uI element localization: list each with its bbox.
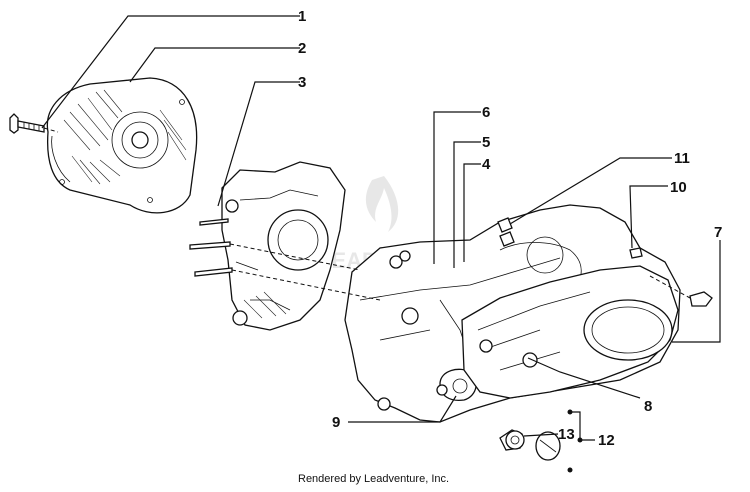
callout-7: 7 <box>714 224 722 241</box>
callout-6: 6 <box>482 104 490 121</box>
bracket-dot-mid <box>577 437 583 443</box>
callout-10: 10 <box>670 179 687 196</box>
part-flywheel-cover-2 <box>46 77 198 214</box>
part-drain-plug-assembly <box>499 429 561 461</box>
callout-11: 11 <box>674 150 690 167</box>
part-dowel-11 <box>497 217 515 247</box>
part-transmission-cover <box>461 265 679 399</box>
render-credit: Rendered by Leadventure, Inc. <box>298 473 449 485</box>
callout-4: 4 <box>482 156 491 173</box>
callout-8: 8 <box>644 398 652 415</box>
watermark-flame-icon <box>365 176 399 232</box>
callout-13: 13 <box>558 426 575 443</box>
alignment-lines <box>43 127 381 301</box>
bracket-dot-bottom <box>567 467 573 473</box>
callout-12: 12 <box>598 432 615 449</box>
callout-1: 1 <box>298 8 306 25</box>
callout-2: 2 <box>298 40 306 57</box>
bracket-dot-top <box>567 409 573 415</box>
leader-lines <box>41 15 721 473</box>
callout-9: 9 <box>332 414 340 431</box>
part-cover-bolt <box>649 275 713 307</box>
callout-3: 3 <box>298 74 306 91</box>
part-bolt-1 <box>9 113 45 134</box>
callouts: 1 2 3 4 5 6 7 8 9 10 11 12 13 <box>298 8 722 449</box>
part-plug-10 <box>629 247 643 259</box>
part-crankcase-half-3 <box>189 161 346 331</box>
callout-5: 5 <box>482 134 490 151</box>
